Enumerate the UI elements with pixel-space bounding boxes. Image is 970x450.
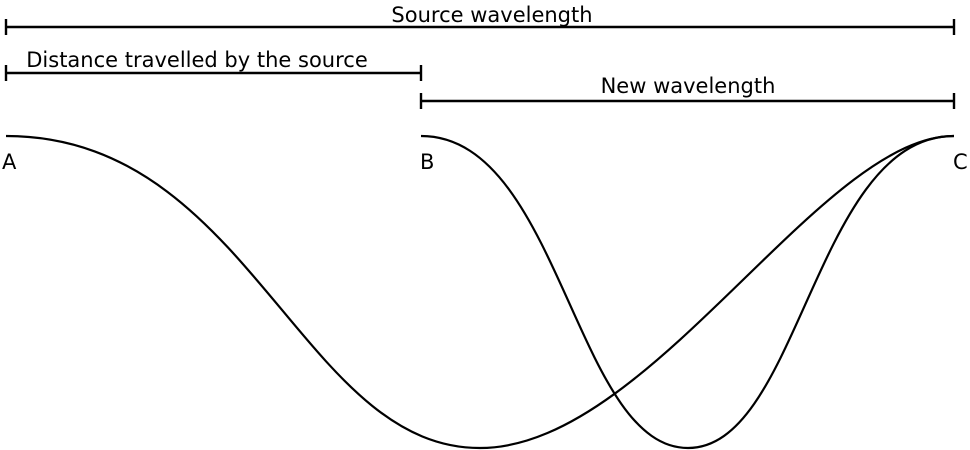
- point-b-label: B: [420, 150, 434, 174]
- distance-travelled-label: Distance travelled by the source: [26, 48, 368, 72]
- point-c-label: C: [953, 150, 968, 174]
- new-wavelength-bracket: [419, 93, 956, 109]
- new-wavelength-label: New wavelength: [601, 74, 776, 98]
- source-wave-curve: [5, 134, 955, 450]
- point-a-label: A: [2, 150, 17, 174]
- source-wavelength-bracket: [4, 19, 956, 35]
- distance-travelled-bracket: [4, 65, 423, 81]
- source-wavelength-label: Source wavelength: [391, 3, 592, 27]
- new-wave-curve: [420, 134, 955, 450]
